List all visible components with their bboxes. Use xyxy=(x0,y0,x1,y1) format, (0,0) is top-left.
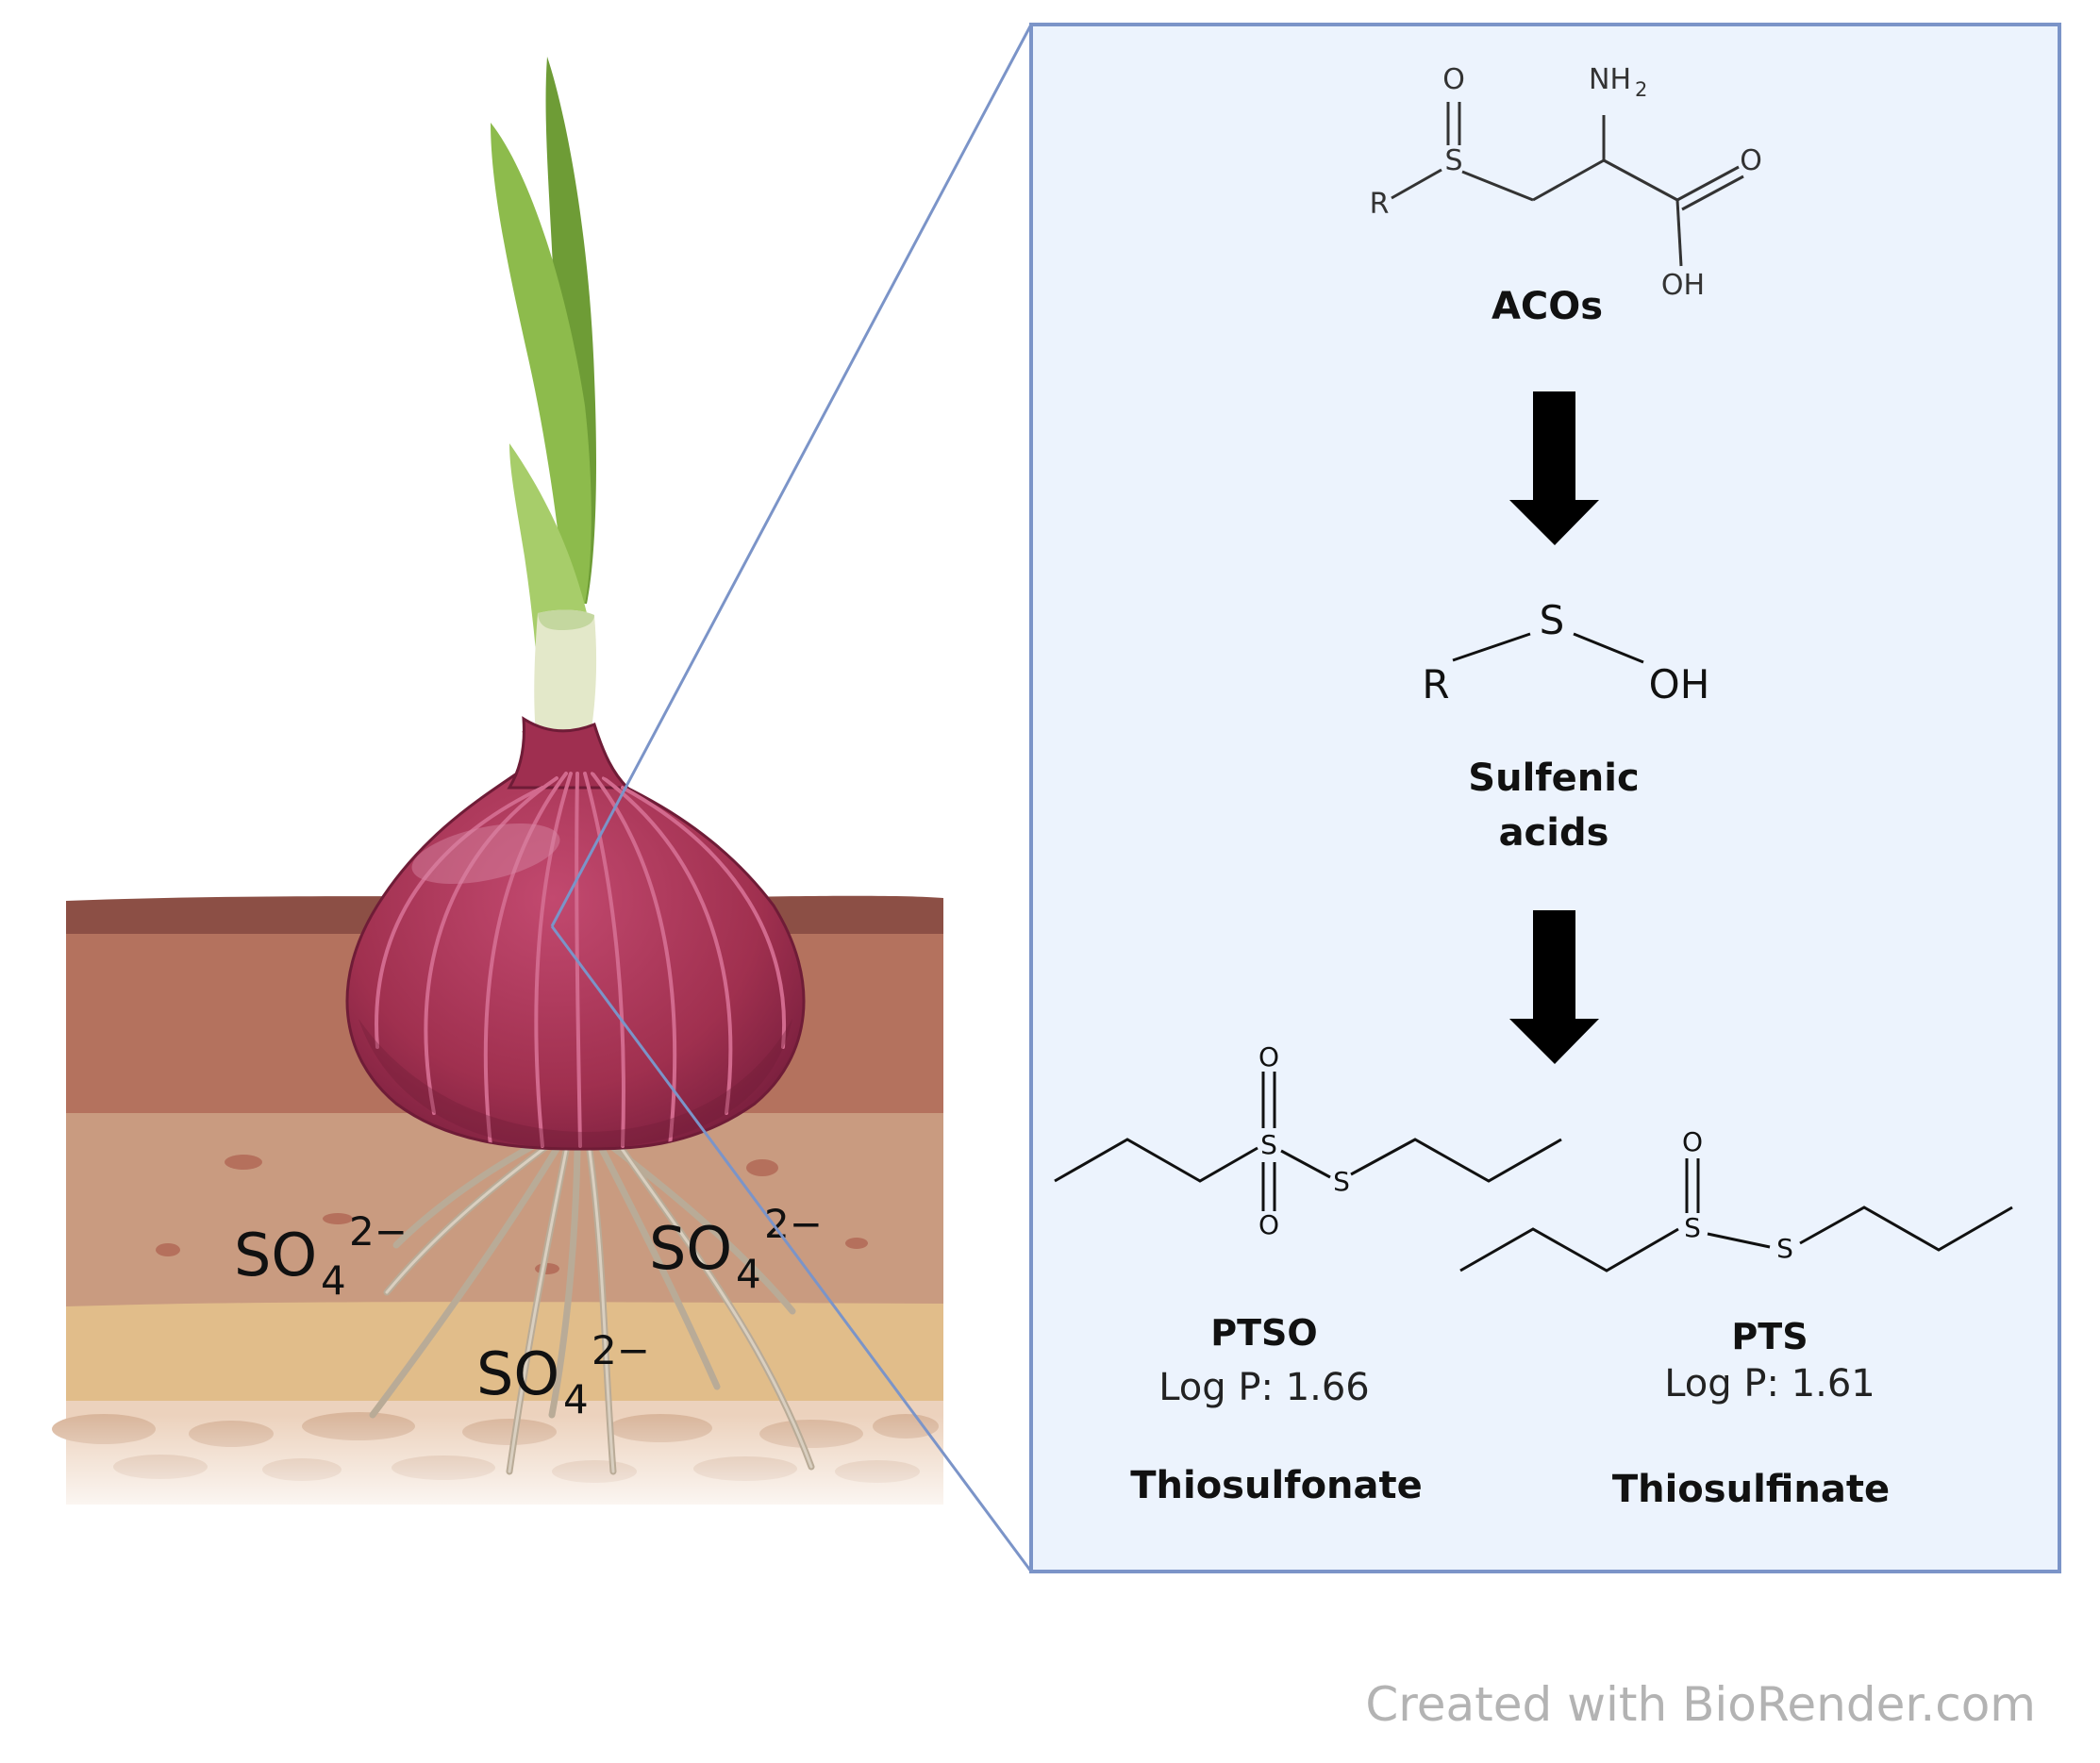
sulfenic-atom-r: R xyxy=(1422,661,1449,707)
ion-base: SO xyxy=(476,1339,559,1408)
sulfenic-bonds xyxy=(1452,632,1644,664)
aco-atom-s: S xyxy=(1444,144,1462,177)
sulfenic-structure: S R OH Sulfenic acids xyxy=(1422,597,1709,855)
sulfate-ion-left: SO 4 2− xyxy=(234,1208,408,1304)
sulfate-ion-center: SO 4 2− xyxy=(476,1327,650,1422)
sulfenic-atom-oh: OH xyxy=(1649,661,1710,707)
aco-bonds xyxy=(1391,102,1744,267)
stem-base xyxy=(534,609,597,736)
ion-superscript: 2− xyxy=(349,1208,408,1255)
aco-atom-nh-sub: 2 xyxy=(1635,78,1647,101)
aco-atom-oh: OH xyxy=(1661,269,1705,302)
bulb-neck xyxy=(507,716,631,790)
onion-bulb xyxy=(345,716,806,1151)
pts-structure: O S S PTS Log P: 1.61 Thiosulfinate xyxy=(1459,1126,2013,1511)
zoom-panel xyxy=(1029,23,2061,1573)
ion-subscript: 4 xyxy=(736,1251,761,1297)
aco-atom-o2: O xyxy=(1740,144,1762,177)
ptso-atom-o-top: O xyxy=(1258,1041,1279,1073)
onion-leaves xyxy=(491,57,597,736)
ptso-atom-o-bottom: O xyxy=(1258,1209,1279,1240)
sulfenic-label-line2: acids xyxy=(1499,811,1609,855)
soil-sand-layer xyxy=(66,1302,943,1405)
soil-specks xyxy=(156,1155,868,1274)
soil-light-layer xyxy=(66,1113,943,1311)
ptso-atom-s-center: S xyxy=(1260,1129,1277,1160)
ion-subscript: 4 xyxy=(563,1376,589,1422)
pts-bonds xyxy=(1459,1158,2013,1272)
ptso-atom-s-side: S xyxy=(1333,1166,1350,1197)
onion-roots-highlight xyxy=(385,1141,813,1473)
aco-atom-o: O xyxy=(1442,63,1465,96)
stem-shade xyxy=(538,609,594,630)
pts-atom-o-top: O xyxy=(1682,1126,1703,1157)
bulb-highlight xyxy=(411,823,560,885)
reaction-arrow-1 xyxy=(1509,391,1599,545)
zoom-callout-lines xyxy=(550,24,1033,1572)
ptso-class: Thiosulfonate xyxy=(1130,1464,1423,1507)
pts-label: PTS xyxy=(1731,1316,1808,1357)
sulfate-ion-right: SO 4 2− xyxy=(649,1201,823,1297)
bulb-shadow xyxy=(358,1019,792,1149)
soil-fade xyxy=(47,1415,962,1528)
ion-base: SO xyxy=(649,1214,732,1283)
ptso-bonds xyxy=(1054,1072,1562,1211)
aco-structure: O S R NH 2 O OH ACOs xyxy=(1370,63,1762,328)
aco-atom-nh: NH xyxy=(1589,63,1631,96)
pts-class: Thiosulfinate xyxy=(1612,1468,1890,1511)
biorender-credit: Created with BioRender.com xyxy=(1365,1677,2036,1732)
aco-atom-r: R xyxy=(1370,188,1390,221)
reaction-arrow-2 xyxy=(1509,910,1599,1064)
aco-label: ACOs xyxy=(1492,285,1603,328)
pts-logp: Log P: 1.61 xyxy=(1664,1362,1875,1405)
sulfenic-atom-s: S xyxy=(1540,597,1565,643)
sulfenic-label-line1: Sulfenic xyxy=(1468,757,1639,800)
leaf-left xyxy=(491,123,592,604)
pts-atom-s-center: S xyxy=(1684,1212,1701,1243)
pts-atom-s-side: S xyxy=(1776,1233,1793,1264)
ptso-structure: O S O S PTSO Log P: 1.66 Thiosulfonate xyxy=(1054,1041,1562,1507)
ion-superscript: 2− xyxy=(592,1327,650,1373)
soil-cross-section xyxy=(47,895,962,1528)
ion-subscript: 4 xyxy=(321,1257,346,1304)
ion-base: SO xyxy=(234,1221,317,1289)
ptso-logp: Log P: 1.66 xyxy=(1158,1366,1370,1409)
ptso-label: PTSO xyxy=(1210,1312,1317,1354)
